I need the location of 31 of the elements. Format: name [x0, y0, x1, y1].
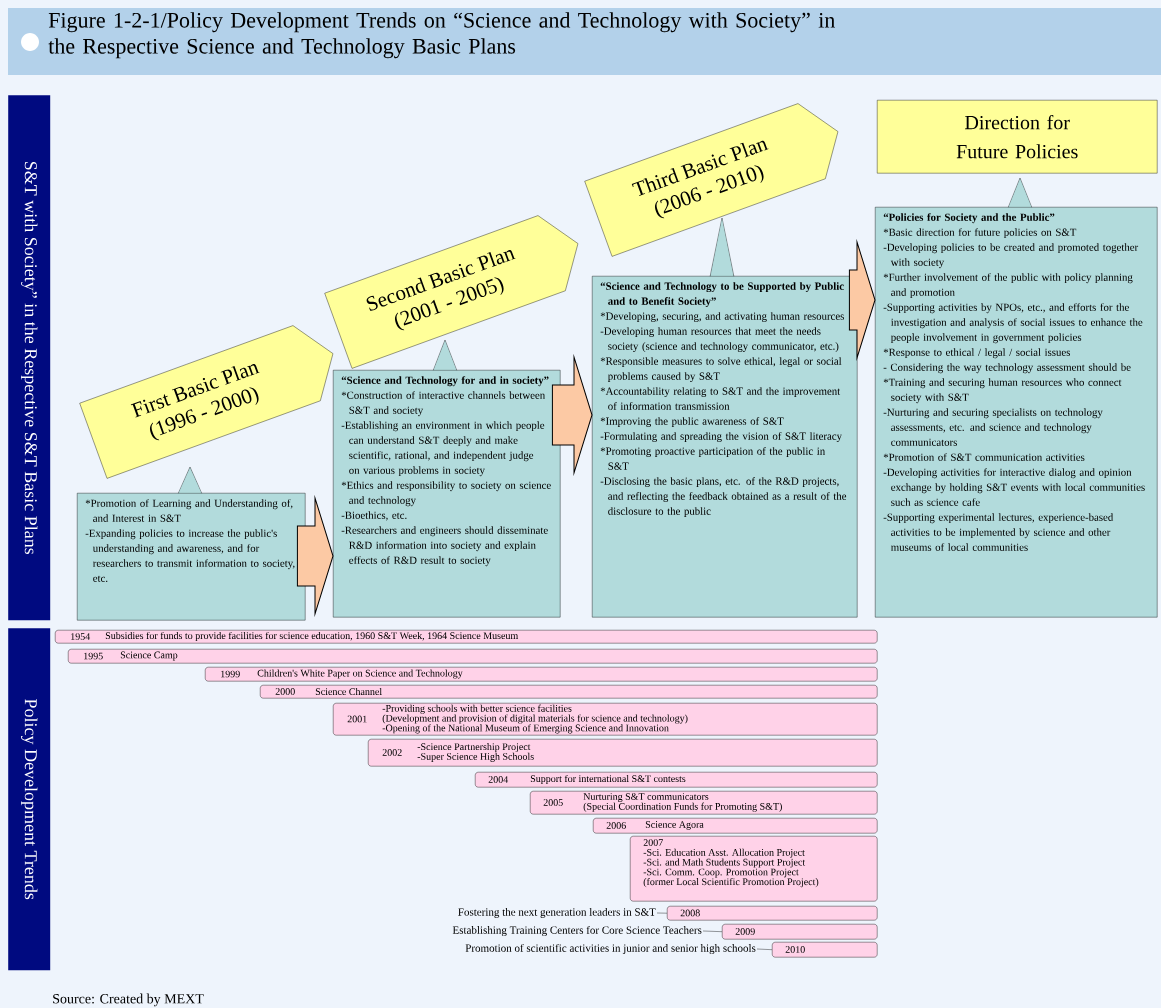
side-band: Policy Development Trends	[8, 628, 51, 971]
block-arrow	[296, 497, 334, 615]
timeline-bar: 1999 Children's White Paper on Science and Technology	[205, 667, 878, 682]
timeline-bar: 2000 Science Channel	[260, 685, 878, 699]
block-arrow	[551, 356, 593, 474]
annotation-text: Fostering the next generation leaders in S&T	[458, 908, 656, 918]
timeline-bar: 1995 Science Camp	[68, 649, 878, 664]
heading-box: Direction for Future Policies	[877, 100, 1158, 174]
timeline-bar: 2002 -Science Partnership Project -Super Science High Schools	[368, 739, 878, 767]
source-note: Source: Created by MEXT	[53, 993, 204, 1007]
leader-line	[702, 930, 723, 932]
annotation-text: Establishing Training Centers for Core Science Teachers	[452, 925, 702, 937]
timeline-bar: 2006 Science Agora	[593, 818, 878, 834]
callout-box: “Science and Technology to be Supported by Public and to Benefit Society” *Developing, securing, and activating human resources -Developing human resources that meet the needs society (science and technology communicator, etc.) *Responsible measures to solve ethical, legal or social problems caused by S&T *Accountability relating to S&T and the improvement of information transmission *Improving the public awareness of S&T -Formulating and spreading the vision of S&T literacy *Promoting proactive participation of the public in S&T -Disclosing the basic plans, etc. of the R&D projects, and reflecting the feedback obtained as a result of the disclosure to the public	[592, 217, 858, 618]
timeline-bar: 1954 Subsidies for funds to provide facilities for science education, 1960 S&T Week, 1964 Science Museum	[55, 630, 878, 644]
callout-box: “Science and Technology for and in society” *Construction of interactive channels between S&T and society -Establishing an environment in which people can understand S&T deeply and make scientific, rational, and independent judge on various problems in society *Ethics and responsibility to society on science and technology -Bioethics, etc. -Researchers and engineers should disseminate R&D information into society and explain effects of R&D result to society	[333, 339, 561, 618]
block-arrow	[848, 241, 876, 359]
leader-line	[756, 948, 773, 950]
timeline-bar: 2010	[772, 942, 878, 958]
timeline-bar: 2001 -Providing schools with better science facilities (Development and provision of digital materials for science and technology) -Opening of the National Museum of Emerging Science and Innovation	[333, 703, 878, 736]
annotation-text: Promotion of scientific activities in junior and senior high schools	[465, 943, 756, 955]
callout-box: “Policies for Society and the Public” *Basic direction for future policies on S&T -Developing policies to be created and promoted together with society *Further involvement of the public with policy planning and promotion -Supporting activities by NPOs, etc., and efforts for the investigation and analysis of social issues to enhance the people involvement in government policies *Response to ethical / legal / social issues - Considering the way technology assessment should be *Training and securing human resources who connect society with S&T -Nurturing and securing specialists on technology assessments, etc. and science and technology communicators *Promotion of S&T communication activities -Developing activities for interactive dialog and opinion exchange by holding S&T events with local communities such as science cafe -Supporting experimental lectures, experience-based activities to be implemented by science and other museums of local communities	[875, 177, 1158, 618]
side-band: S&T with Society” in the Respective S&T Basic Plans	[8, 95, 51, 621]
timeline-bar: 2008	[667, 906, 878, 921]
timeline-bar: 2007 -Sci. Education Asst. Allocation Project -Sci. and Math Students Support Project -Sci. Comm. Coop. Promotion Project (former Local Scientific Promotion Project)	[630, 836, 878, 902]
timeline-bar: 2009	[722, 924, 878, 940]
timeline-bar: 2005 Nurturing S&T communicators (Special Coordination Funds for Promoting S&T)	[530, 791, 878, 815]
callout-box: *Promotion of Learning and Understanding of, and Interest in S&T -Expanding policies to increase the public's understanding and awareness, and for researchers to transmit information to society, etc.	[77, 466, 306, 621]
timeline-bar: 2004 Support for international S&T contests	[475, 772, 878, 788]
leader-line	[656, 912, 668, 914]
title: Figure 1-2-1/Policy Development Trends on “Science and Technology with Society” in the Respective Science and Technology Basic Plans	[48, 12, 835, 59]
